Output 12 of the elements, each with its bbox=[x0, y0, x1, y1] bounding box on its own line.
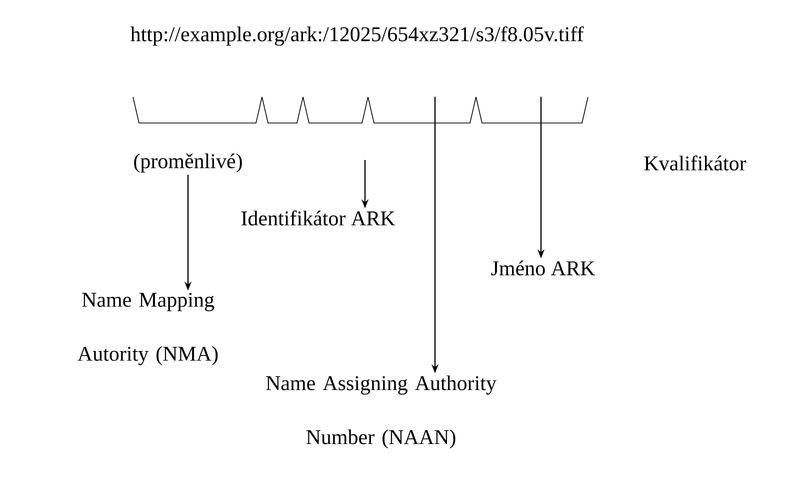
node-text: Identifikátor ARK bbox=[241, 210, 396, 226]
node-text: Name Mapping Autority (NMA) bbox=[78, 292, 218, 366]
bracket bbox=[368, 96, 476, 124]
bracket bbox=[476, 96, 588, 124]
bracket bbox=[262, 96, 304, 124]
node-text: Jméno ARK bbox=[491, 260, 595, 276]
node-text: (proměnlivé) bbox=[134, 153, 242, 173]
label-text: Kvalifikátor bbox=[644, 156, 746, 170]
bracket bbox=[132, 96, 262, 124]
label-text: http://example.org/ark:/12025/654xz321/s3/f8.05v.tiff bbox=[130, 26, 584, 46]
bracket bbox=[302, 96, 368, 124]
node-text: Name Assigning Authority Number (NAAN) bbox=[266, 375, 496, 448]
